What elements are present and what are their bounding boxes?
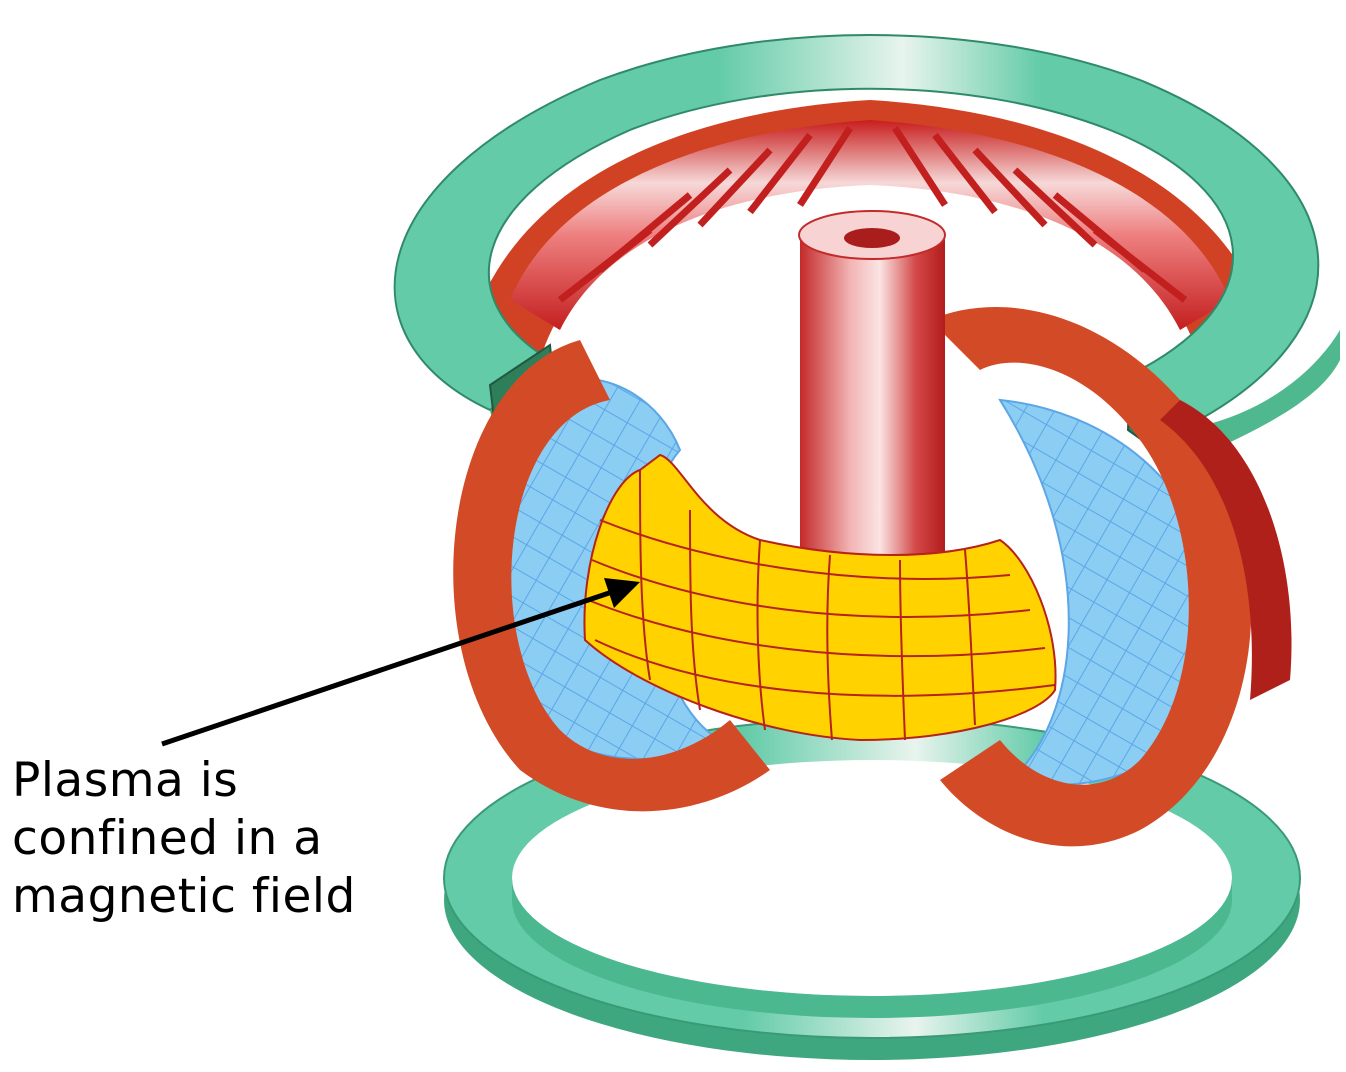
caption-line-3: magnetic field xyxy=(12,868,356,926)
plasma-caption: Plasma is confined in a magnetic field xyxy=(12,752,356,926)
caption-line-2: confined in a xyxy=(12,810,356,868)
caption-line-1: Plasma is xyxy=(12,752,356,810)
